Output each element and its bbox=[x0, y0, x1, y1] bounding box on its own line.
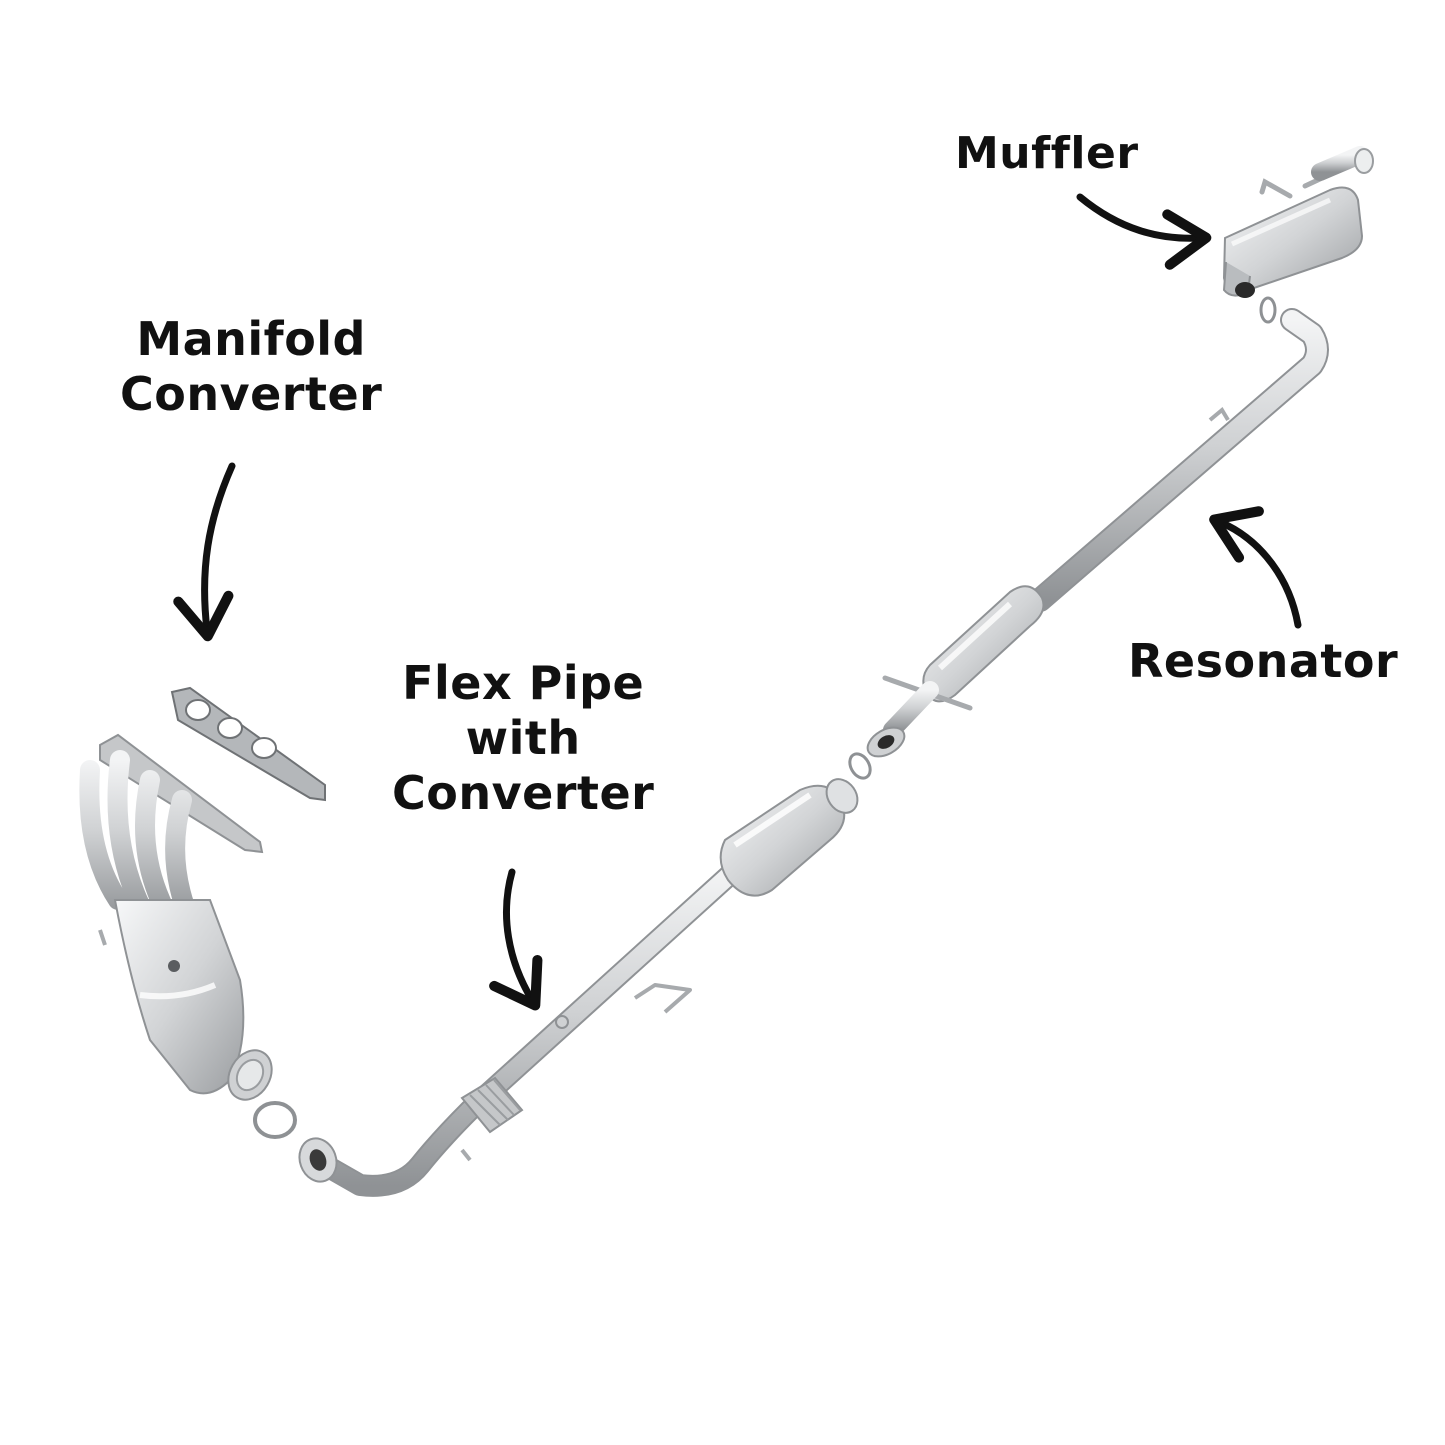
flex-section bbox=[460, 1076, 524, 1134]
manifold-arrow bbox=[173, 462, 236, 642]
flex-pipe-part bbox=[253, 778, 859, 1197]
flex-label-line-1: Flex Pipe bbox=[402, 656, 645, 710]
manifold-converter-part bbox=[79, 686, 326, 1101]
muffler-part bbox=[1222, 146, 1374, 324]
manifold-gasket bbox=[170, 686, 326, 802]
resonator-label: Resonator bbox=[1128, 634, 1398, 689]
arrows bbox=[173, 193, 1302, 1011]
flex-arrow bbox=[489, 868, 543, 1011]
muffler-arrow bbox=[1076, 193, 1212, 270]
resonator-label-line-1: Resonator bbox=[1128, 634, 1399, 688]
flex-label-line-2: with bbox=[465, 711, 581, 766]
muffler-label: Muffler bbox=[955, 128, 1139, 181]
resonator-part bbox=[848, 308, 1329, 780]
flex-label-line-3: Converter bbox=[392, 766, 655, 821]
manifold-converter-label: Manifold Converter bbox=[120, 312, 382, 422]
manifold-label-line-2: Converter bbox=[120, 367, 383, 422]
manifold-label-line-1: Manifold bbox=[136, 312, 366, 366]
resonator-arrow bbox=[1209, 506, 1302, 629]
flex-pipe-label: Flex Pipe with Converter bbox=[392, 656, 654, 822]
muffler-label-line-1: Muffler bbox=[955, 128, 1139, 179]
